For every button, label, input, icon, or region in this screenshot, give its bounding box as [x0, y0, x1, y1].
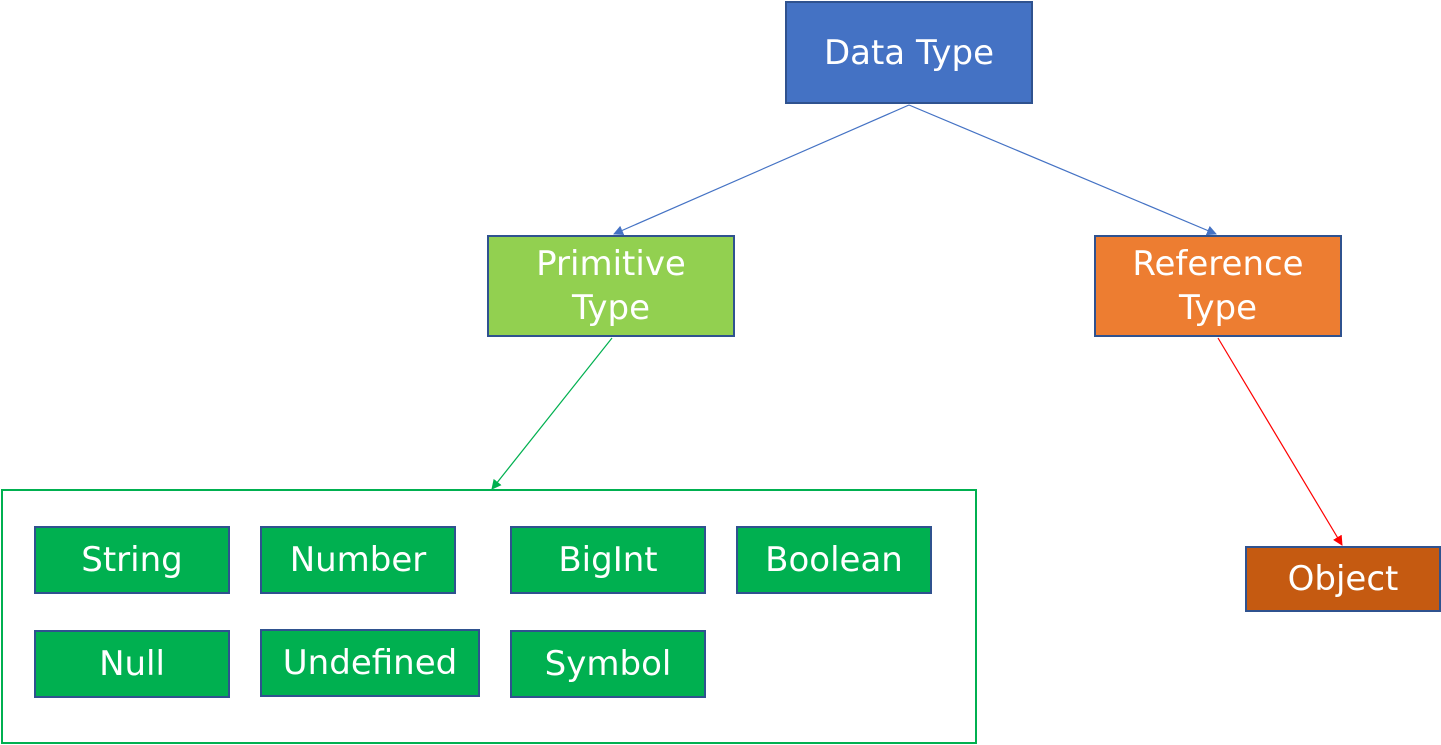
data-type-node: Data Type	[785, 1, 1033, 104]
primitive-types-group: String Number BigInt Boolean Null Undefi…	[1, 489, 977, 744]
type-bigint: BigInt	[510, 526, 706, 594]
edge-datatype-to-reference	[908, 104, 1217, 236]
type-null-label: Null	[99, 644, 165, 684]
reference-type-node: Reference Type	[1094, 235, 1342, 337]
type-symbol-label: Symbol	[544, 644, 672, 684]
type-boolean-label: Boolean	[765, 540, 903, 580]
type-string: String	[34, 526, 230, 594]
object-node: Object	[1245, 546, 1441, 612]
type-string-label: String	[81, 540, 183, 580]
type-undefined: Undefined	[260, 629, 480, 697]
type-boolean: Boolean	[736, 526, 932, 594]
data-type-label: Data Type	[823, 32, 995, 73]
edge-primitive-to-group	[491, 337, 613, 490]
object-label: Object	[1287, 559, 1399, 599]
type-number: Number	[260, 526, 456, 594]
primitive-type-node: Primitive Type	[487, 235, 735, 337]
type-null: Null	[34, 630, 230, 698]
type-symbol: Symbol	[510, 630, 706, 698]
primitive-type-label-line1: Primitive	[536, 244, 686, 284]
reference-type-label-line1: Reference	[1132, 244, 1304, 284]
edge-reference-to-object	[1217, 337, 1343, 546]
reference-type-label-line2: Type	[1178, 288, 1258, 328]
edge-datatype-to-primitive	[613, 104, 910, 235]
type-number-label: Number	[289, 540, 427, 580]
type-undefined-label: Undefined	[282, 643, 458, 683]
primitive-type-label-line2: Type	[571, 288, 651, 328]
type-bigint-label: BigInt	[558, 540, 658, 580]
